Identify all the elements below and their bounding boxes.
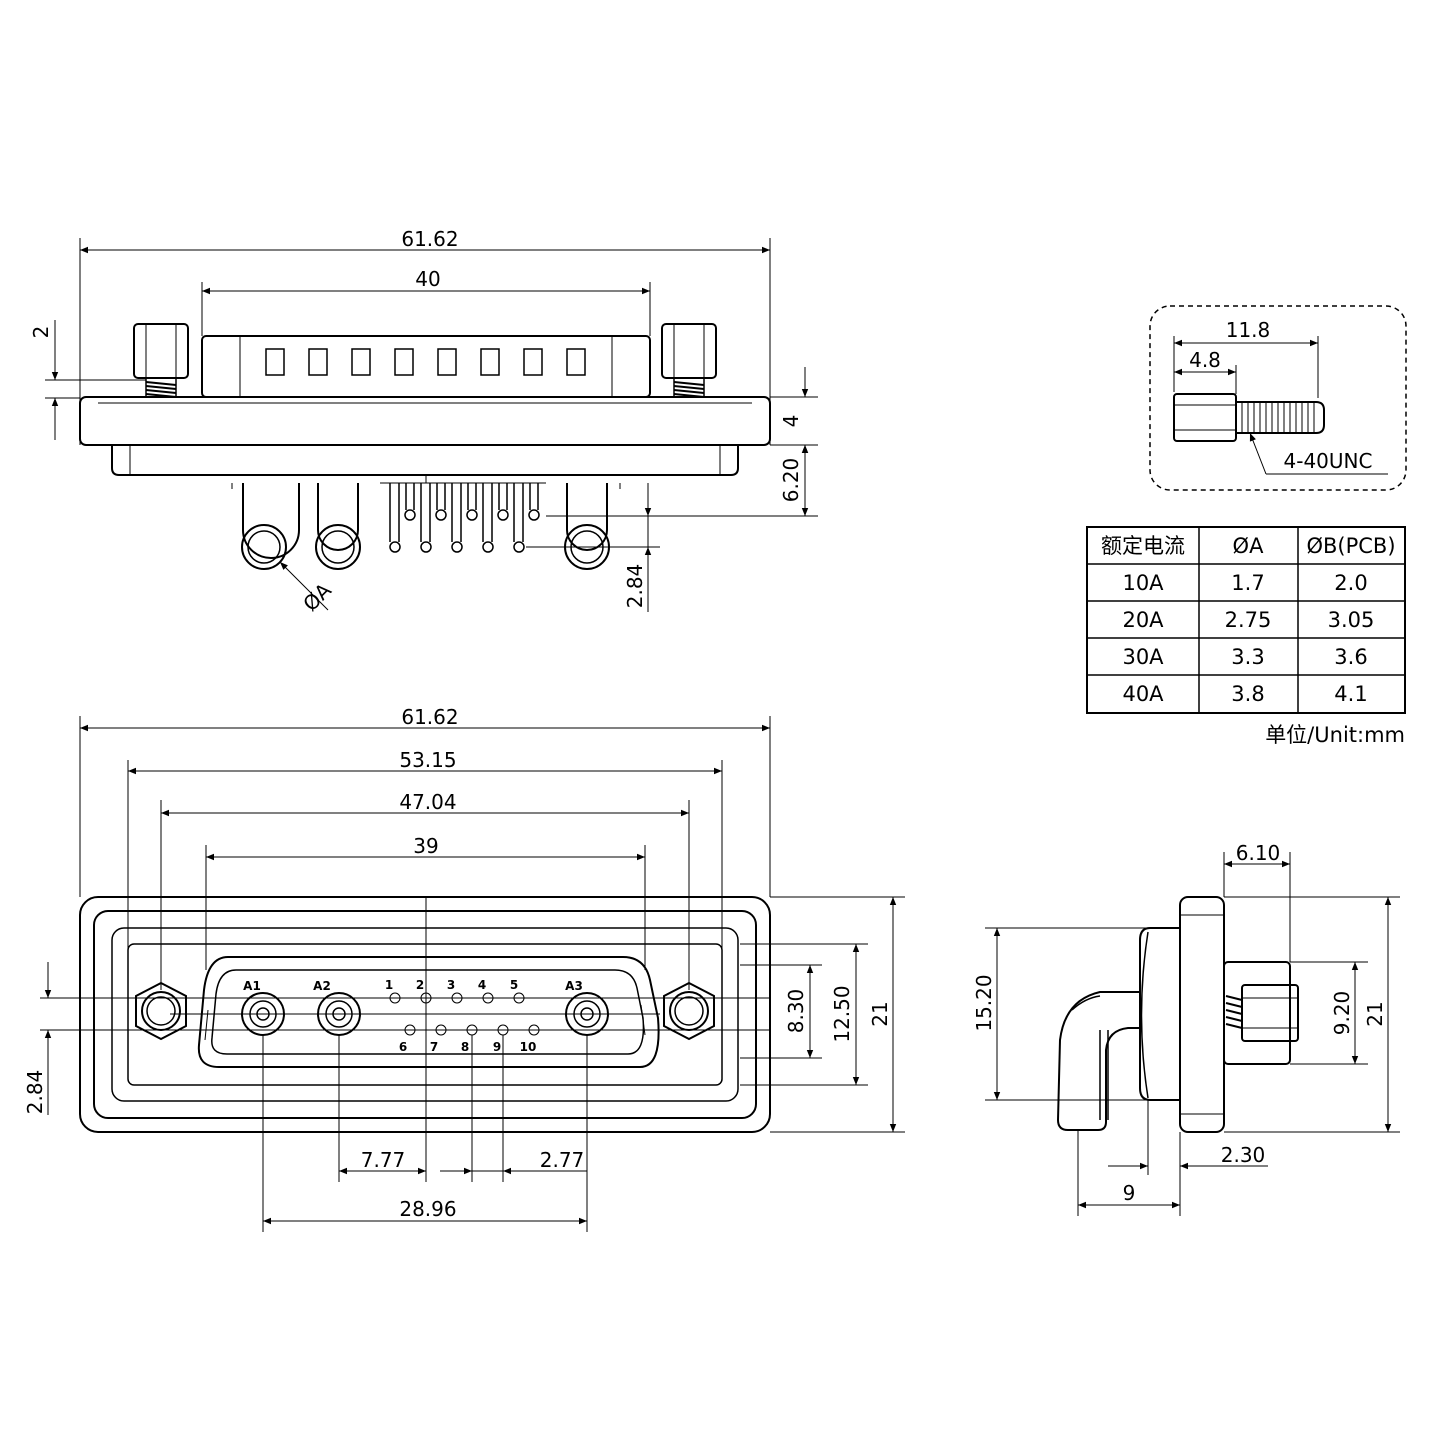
dim-2-77: 2.77: [540, 1148, 585, 1172]
dim-6-10: 6.10: [1236, 841, 1281, 865]
d-shell: [197, 956, 660, 1068]
table-cell: 3.6: [1334, 645, 1367, 669]
unit-note: 单位/Unit:mm: [1265, 723, 1405, 747]
pin-label-8: 8: [461, 1040, 469, 1054]
pin-label-2: 2: [416, 978, 424, 992]
power-contact-right: [564, 483, 621, 570]
table-cell: 3.3: [1231, 645, 1264, 669]
pin-label-10: 10: [520, 1040, 537, 1054]
pin-label-1: 1: [385, 978, 393, 992]
pin-label-a1: A1: [243, 979, 261, 993]
side-flange: [1179, 896, 1225, 1133]
screw-length: 11.8: [1226, 318, 1271, 342]
dim-2-84-face: 2.84: [23, 1070, 47, 1115]
dim-61-62-face: 61.62: [401, 705, 458, 729]
face-view: 61.62 53.15 47.04 39: [23, 705, 905, 1232]
side-pcb-leg: [1056, 991, 1140, 1131]
dim-2-84-front: 2.84: [623, 564, 647, 609]
dim-61-62-top: 61.62: [401, 227, 458, 251]
dim-28-96: 28.96: [399, 1197, 456, 1221]
pin-label-6: 6: [399, 1040, 407, 1054]
face-flange: [79, 896, 771, 1133]
signal-pins: [380, 475, 546, 553]
front-view: 61.62 40: [29, 227, 818, 616]
dim-4: 4: [779, 415, 803, 428]
pin-label-a2: A2: [313, 979, 331, 993]
table-cell: 30A: [1122, 645, 1164, 669]
table-cell: 3.05: [1328, 608, 1375, 632]
dim-2: 2: [29, 326, 53, 339]
flange: [79, 396, 771, 446]
right-mount-nut: [663, 981, 715, 1041]
screw-hex-length: 4.8: [1189, 348, 1221, 372]
spec-table: 额定电流 ØA ØB(PCB) 10A 1.7 2.0 20A 2.75 3.0…: [1086, 526, 1406, 747]
dim-21-face: 21: [868, 1001, 892, 1026]
d-sub-body: [201, 335, 651, 398]
table-header-oa: ØA: [1233, 534, 1265, 558]
dim-40: 40: [415, 267, 440, 291]
table-cell: 1.7: [1231, 571, 1264, 595]
rear-shell: [111, 445, 739, 476]
left-mount-nut: [135, 981, 187, 1041]
dim-9: 9: [1123, 1181, 1136, 1205]
dim-12-50: 12.50: [830, 985, 854, 1042]
pin-label-7: 7: [430, 1040, 438, 1054]
table-cell: 40A: [1122, 682, 1164, 706]
table-header-ob: ØB(PCB): [1306, 534, 1395, 558]
pin-label-a3: A3: [565, 979, 583, 993]
dim-2-30: 2.30: [1221, 1143, 1266, 1167]
dim-6-20: 6.20: [779, 458, 803, 503]
pin-label-3: 3: [447, 978, 455, 992]
thread-spec: 4-40UNC: [1284, 449, 1373, 473]
power-contact-left-1: [231, 483, 300, 570]
dim-47-04: 47.04: [399, 790, 456, 814]
side-view: 6.10 15.20 9.20 21 2.30 9: [972, 841, 1400, 1216]
dim-21-side: 21: [1363, 1001, 1387, 1026]
pin-label-5: 5: [510, 978, 518, 992]
left-standoff: [133, 323, 189, 398]
pin-label-9: 9: [493, 1040, 501, 1054]
table-cell: 20A: [1122, 608, 1164, 632]
table-cell: 4.1: [1334, 682, 1367, 706]
dim-9-20: 9.20: [1330, 991, 1354, 1036]
face-inner-shell: [111, 927, 739, 1102]
side-shell: [1139, 927, 1180, 1101]
dim-39: 39: [413, 834, 438, 858]
screw-detail: 11.8 4.8 4-40UNC: [1149, 305, 1407, 491]
table-cell: 3.8: [1231, 682, 1264, 706]
table-header-current: 额定电流: [1101, 534, 1185, 558]
dim-53-15: 53.15: [399, 748, 456, 772]
table-cell: 2.75: [1225, 608, 1272, 632]
dim-15-20: 15.20: [972, 974, 996, 1031]
hole-label-oa: ØA: [298, 578, 336, 616]
right-standoff: [661, 323, 717, 398]
table-cell: 10A: [1122, 571, 1164, 595]
dim-8-30: 8.30: [784, 989, 808, 1034]
dim-7-77: 7.77: [361, 1148, 406, 1172]
detail-frame: [1149, 305, 1407, 491]
pin-label-4: 4: [478, 978, 486, 992]
contact-windows: [265, 348, 586, 376]
table-cell: 2.0: [1334, 571, 1367, 595]
power-contact-left-2: [315, 483, 361, 570]
